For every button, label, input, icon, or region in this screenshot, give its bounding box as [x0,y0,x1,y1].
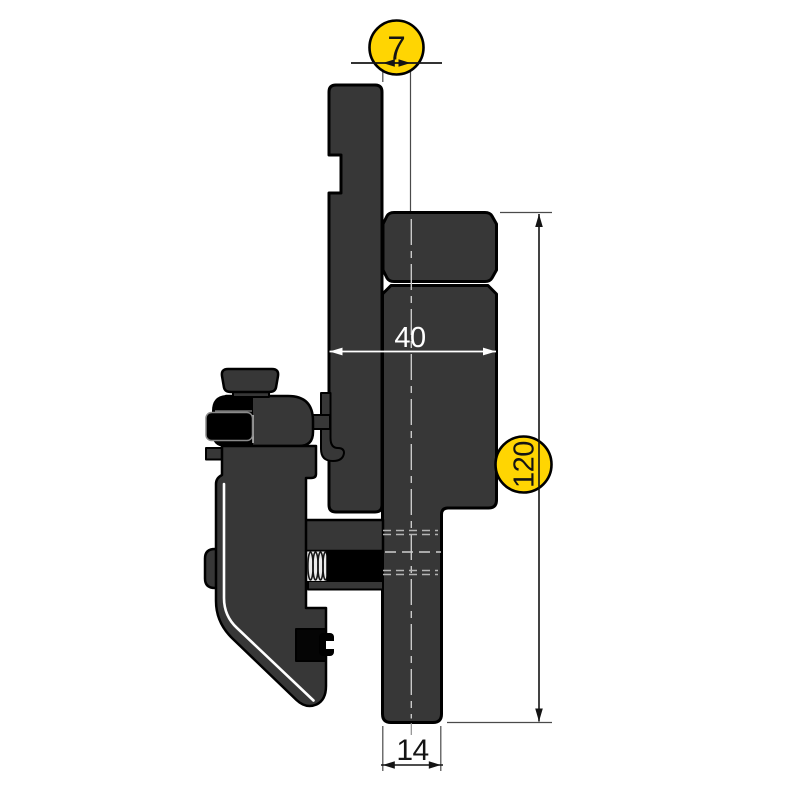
dimension-value-14: 14 [396,734,428,767]
part-group [203,83,499,724]
arrowhead-down [535,708,543,722]
arrowhead-right [483,347,496,356]
dimension-value-7: 7 [387,30,405,67]
dimension-pin-offset: 7 [351,19,442,211]
arrowhead-left [329,347,343,356]
clamp-insert-notch [326,641,334,649]
clamp-bolt-rod [326,550,384,582]
dimension-body-width: 40 [329,322,496,356]
arrowhead-up [535,214,543,227]
arrowhead-left [382,761,395,769]
dimension-value-40: 40 [394,322,425,354]
arrowhead-right [398,59,411,67]
clamp-arm-strip [307,580,384,591]
dimension-arrows [329,347,496,356]
dimension-overall-height: 120 [447,211,553,724]
dimension-blade-thickness: 14 [381,726,443,771]
dimension-value-120: 120 [509,441,541,488]
clamp-arm-bar [302,518,385,553]
block-joint-notch [490,277,499,290]
hidden-hole-lines [383,529,441,576]
arrowhead-left [382,59,395,67]
balloon-120 [494,435,553,494]
leaf-spring-slit [222,482,315,702]
clamp-knob [220,367,280,394]
dimension-arrows [382,59,411,67]
clamp-left-tab [205,447,224,461]
upper-block-shape [381,211,498,283]
tang-shape [327,83,384,514]
clamp-connect-tab [311,414,331,430]
clamp-hook-plate [320,392,345,462]
dimension-arrows [382,761,441,769]
clamp-nut [205,411,254,442]
dimension-arrows [535,214,543,722]
balloon-7 [368,19,425,76]
arrowhead-right [428,761,441,769]
construction-lines [383,219,441,735]
